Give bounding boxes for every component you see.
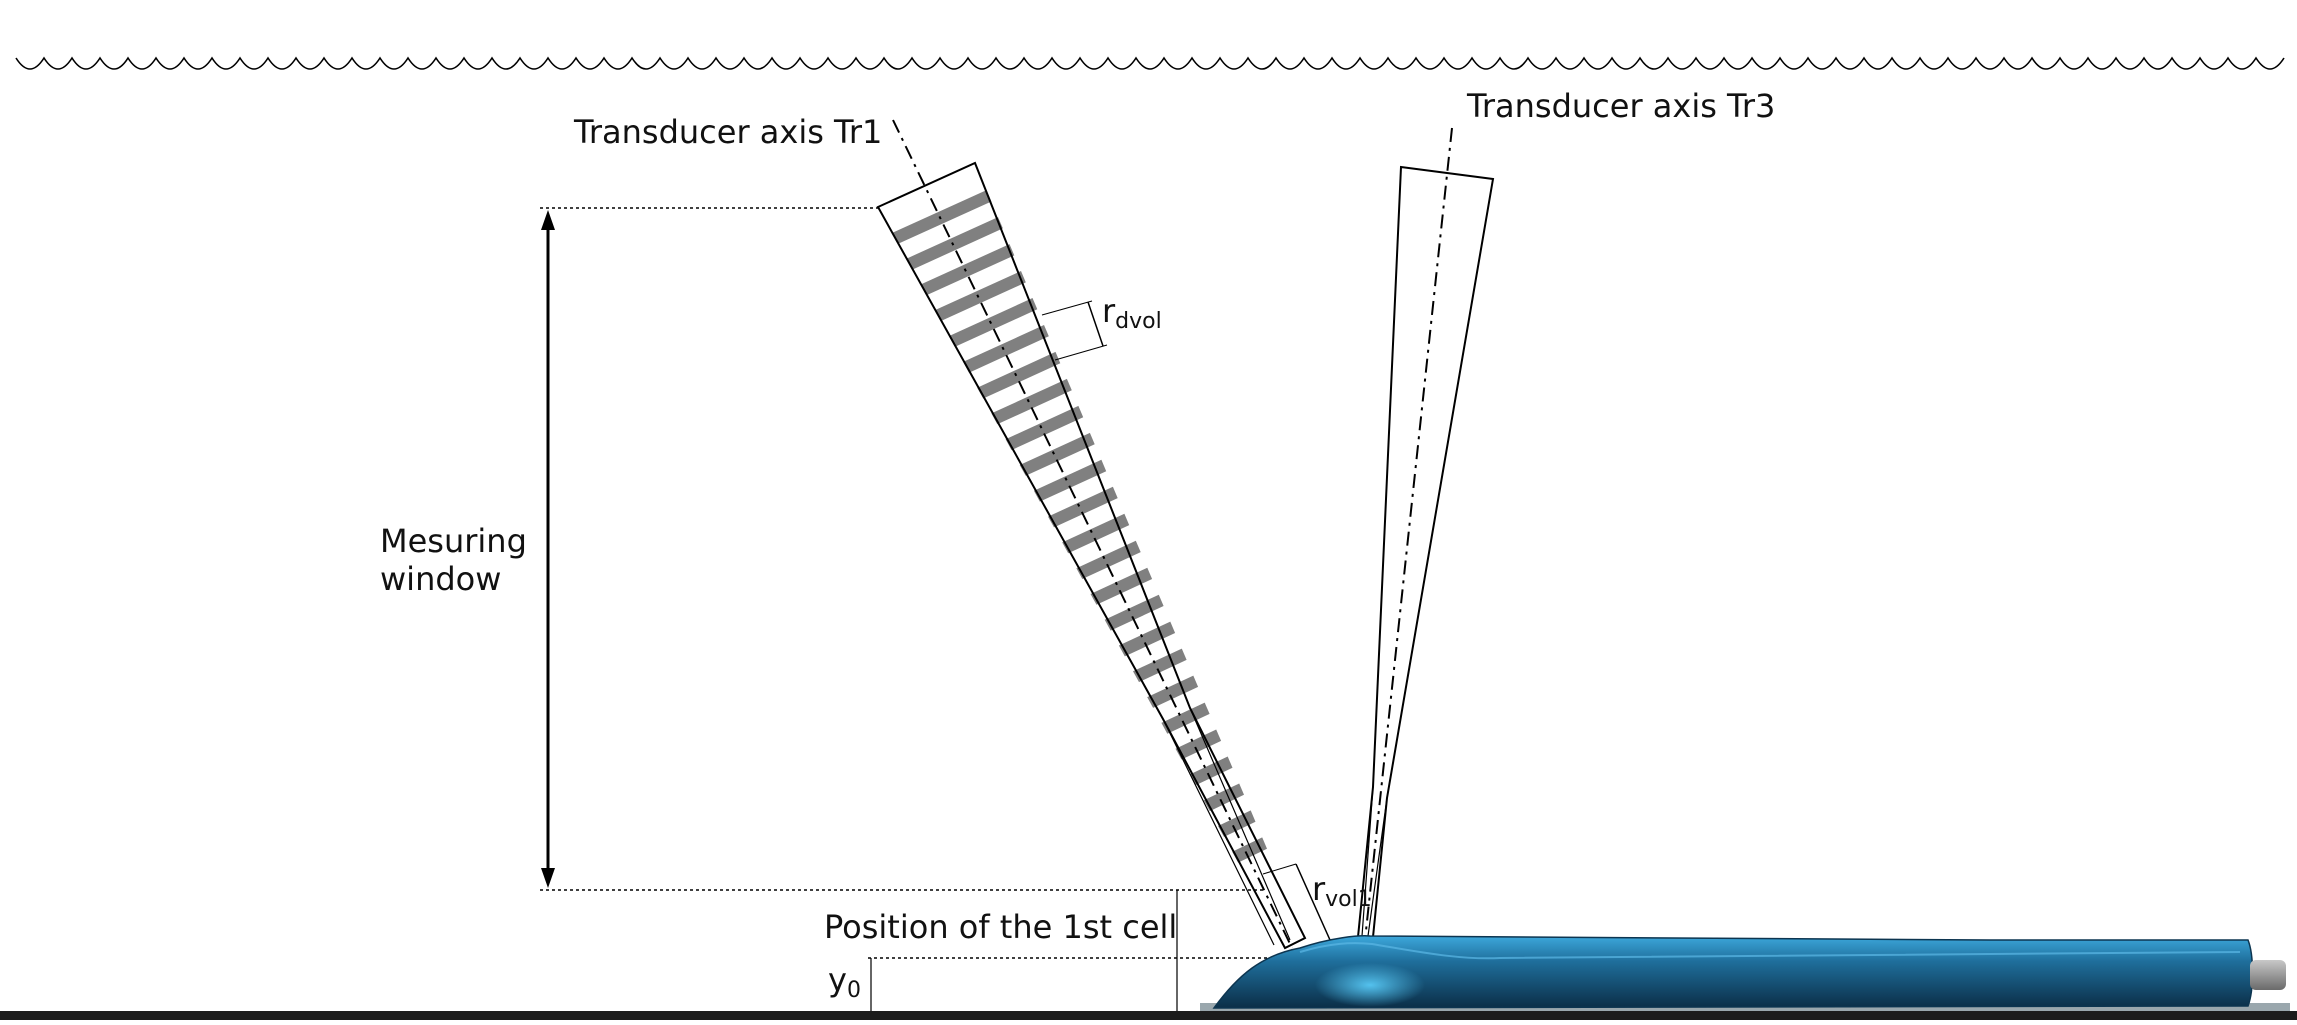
range-cell (920, 244, 1015, 296)
axis-tr1 (892, 119, 1293, 949)
range-cell (1133, 648, 1187, 683)
range-cell (1090, 567, 1153, 605)
range-cell (977, 351, 1061, 399)
beam-cells-group (892, 190, 1267, 863)
label-window-line1: Mesuring (380, 522, 527, 560)
device-top-edge (1299, 942, 2241, 960)
beam-tr1-near-field (1162, 707, 1291, 946)
range-cell (991, 378, 1072, 425)
adcp-device (1200, 935, 2290, 1013)
range-cell (906, 217, 1003, 270)
range-cell (892, 190, 992, 244)
seabed-bar (0, 1011, 2297, 1020)
range-cell (1203, 783, 1244, 812)
range-cell (1189, 756, 1233, 786)
label-window-line2: window (380, 560, 501, 598)
range-cell (1104, 594, 1164, 631)
range-cell (934, 271, 1026, 322)
label-tr3: Transducer axis Tr3 (1466, 87, 1775, 125)
range-cell (1062, 513, 1130, 554)
range-cell (1005, 405, 1084, 451)
device-end-cap (2250, 960, 2286, 990)
axis-tr3 (1364, 127, 1453, 941)
range-cell (1048, 486, 1118, 528)
range-cell (1019, 432, 1095, 476)
range-cell (963, 325, 1049, 373)
range-cell (1118, 621, 1176, 657)
label-tr1: Transducer axis Tr1 (573, 113, 882, 151)
range-cell (948, 298, 1038, 347)
range-cell (1175, 729, 1222, 760)
label-rvol1: rvol1 (1312, 870, 1372, 912)
label-rdvol: rdvol (1102, 292, 1162, 334)
rvol1-dimension (1262, 863, 1331, 941)
range-cell (1076, 540, 1141, 579)
beam-tr3-near-field (1361, 786, 1388, 937)
device-highlight (1315, 963, 1425, 1007)
label-first-cell: Position of the 1st cell (824, 908, 1177, 946)
measuring-window-arrow (541, 210, 555, 888)
rdvol-dimension (1041, 300, 1108, 361)
label-y0: y0 (828, 961, 861, 1003)
range-cell (1033, 459, 1107, 502)
water-surface (15, 56, 2285, 70)
range-cell (1147, 675, 1199, 708)
range-cell (1218, 810, 1256, 837)
range-cell (1161, 702, 1210, 734)
device-base-plate (1200, 1003, 2290, 1013)
